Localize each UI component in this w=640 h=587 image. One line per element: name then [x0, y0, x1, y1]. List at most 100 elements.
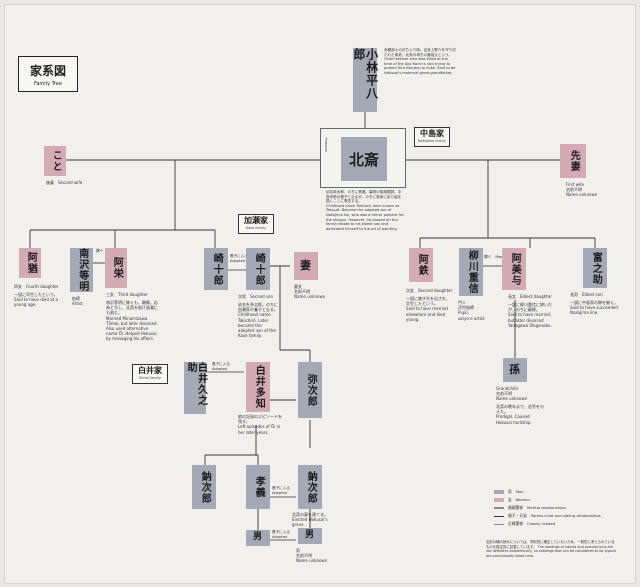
- person-otoko-2: 男: [298, 528, 322, 544]
- legend: 男 Man 女 Woman 婚姻関係 Marital relationships…: [494, 488, 626, 528]
- legend-row-close: 近縁関係 Closely related: [494, 520, 626, 528]
- person-mago: 孫: [503, 358, 527, 382]
- role-otetsu: 次女 Second daughter: [406, 288, 453, 293]
- relation-adopted-4: 養子に入る Adopted: [272, 530, 290, 539]
- person-tominosuke: 富之助: [583, 248, 607, 288]
- person-kogi: 孝義: [246, 465, 270, 509]
- person-name: 崎十郎: [211, 252, 223, 286]
- footnote: 名前の横の読みについては、学術的に確定していないため、一般的に考えられているもの…: [486, 540, 616, 558]
- desc-kase-sakijuro: 幼名を多吉郎。のちに加瀬家の養子となる。 Childhood name Taki…: [238, 302, 278, 339]
- person-yanagawa: 柳川重信: [459, 248, 483, 296]
- family-en: Nakajima family: [417, 139, 447, 143]
- family-jp: 白井家: [138, 366, 162, 375]
- role-tominosuke: 長男 Eldest son: [570, 292, 603, 297]
- person-koto: こと: [44, 146, 66, 176]
- desc-ainu: 一説に早世したという。 Said to have died at a young…: [14, 292, 58, 308]
- person-name: 小林平八郎: [352, 48, 379, 100]
- person-kobayashi: 小林平八郎: [352, 48, 379, 112]
- desc-kobayashi: 赤穂浪士の討ち入り時、吉良上野介を守り討たれた家老。北斎の母方の曽祖父という。 …: [384, 48, 456, 75]
- legend-row-man: 男 Man: [494, 488, 626, 496]
- role-mago: Grandchild 名前不明 Name unknown: [496, 386, 528, 402]
- person-omiyo: 阿美与: [502, 248, 526, 290]
- person-nijiro: 鈉次郎: [192, 465, 216, 509]
- person-name: 阿猶: [25, 252, 37, 274]
- desc-otetsu: 一説に嫁ぎ先を出され、早世したという。 Said to have married…: [406, 296, 451, 322]
- person-name: 柳川重信: [466, 250, 478, 294]
- person-name: 白井久之助: [185, 362, 207, 406]
- person-name: 孫: [509, 363, 521, 377]
- desc-oei: 南沢等明に嫁ぐも、離縁。応為と号し、北斎を助け画業にも励む。 Married M…: [106, 300, 158, 342]
- legend-text: 女 Woman: [508, 497, 530, 502]
- desc-shirai-tachi: 娘の記録のエピソードを残す。 Left episodes of Ōi in he…: [238, 414, 282, 435]
- person-name: 南沢等明: [76, 248, 88, 292]
- hokusai-romaji: Hokusai: [324, 138, 328, 152]
- role-oei: 三女 Third daughter: [106, 292, 148, 297]
- person-name: 孝義: [253, 476, 265, 498]
- person-name: 白井多知: [253, 365, 265, 409]
- desc-hokusai: 幼名時太郎、のちに鉄蔵。幕府の御用鏡師、中島伊勢の養子となるが、のちに実家に戻り…: [326, 190, 404, 231]
- relation-marriage-2: 嫁ぐ Marriage: [484, 254, 513, 259]
- legend-swatch-man: [494, 490, 504, 494]
- legend-row-woman: 女 Woman: [494, 496, 626, 504]
- person-name: 先妻: [568, 150, 580, 172]
- relation-adopted-2: 養子に入る Adopted: [212, 362, 230, 371]
- relation-adopted-3: 養子に入る Adopted: [272, 486, 290, 495]
- legend-text: 男 Man: [508, 489, 524, 494]
- desc-omiyo: 一説に柳川重信に嫁いだが、のちに離縁。 Said to have married…: [508, 302, 552, 328]
- legend-swatch-woman: [494, 498, 504, 502]
- family-kase: 加瀬家 Kase family: [238, 214, 274, 234]
- role-otoko-2: 男 名前不明 Name unknown: [296, 548, 328, 564]
- family-en: Kase family: [245, 226, 267, 230]
- hokusai-name-box: 北斎: [341, 137, 387, 181]
- person-name: 鈉次郎: [199, 470, 211, 504]
- person-senzai: 先妻: [560, 144, 586, 178]
- person-name: 阿栄: [111, 257, 123, 279]
- person-name: 男: [304, 530, 315, 541]
- legend-line-parent: [494, 515, 504, 517]
- role-omiyo: 長女 Eldest daughter: [508, 294, 552, 299]
- person-tsuma: 妻: [294, 252, 318, 280]
- title-jp: 家系図: [29, 64, 66, 78]
- person-name: 阿鉄: [416, 254, 428, 276]
- title-box: 家系図 Family Tree: [18, 56, 78, 92]
- person-ainu: 阿猶: [19, 248, 41, 278]
- role-minamizawa: 絵師 Artist: [72, 296, 83, 307]
- hokusai-name: 北斎: [348, 150, 379, 169]
- person-otetsu: 阿鉄: [409, 248, 433, 282]
- legend-text: 婚姻関係 Marital relationships: [508, 505, 566, 510]
- person-hokusai: Hokusai 北斎: [320, 128, 406, 188]
- role-ainu: 四女 Fourth daughter: [14, 284, 59, 289]
- person-otoko-1: 男: [246, 530, 270, 546]
- desc-tominosuke: 一説に中島家の跡を継ぐ。 Said to have succeeded Naka…: [570, 300, 618, 316]
- person-nijiro-2: 鈉次郎: [298, 465, 322, 509]
- legend-row-parent: 親子・兄弟 Parent-child and sibling relations…: [494, 512, 626, 520]
- legend-text: 近縁関係 Closely related: [508, 521, 556, 526]
- family-jp: 中島家: [420, 129, 444, 138]
- legend-line-marital: [494, 507, 504, 509]
- person-name: 富之助: [590, 251, 602, 285]
- person-kase-sakijuro: 崎十郎: [246, 248, 270, 290]
- person-shirai-kyunosuke: 白井久之助: [184, 362, 207, 414]
- role-tsuma: 妻女 名前不明 Name unknown: [294, 284, 326, 300]
- family-en: Shirai family: [139, 376, 161, 380]
- legend-text: 親子・兄弟 Parent-child and sibling relations…: [508, 513, 601, 518]
- legend-line-close: [494, 523, 504, 525]
- person-name: こと: [50, 150, 62, 172]
- role-koto: 後妻 Second wife: [46, 180, 83, 185]
- family-jp: 加瀬家: [244, 216, 268, 225]
- family-nakajima: 中島家 Nakajima family: [414, 127, 450, 147]
- person-shirai-tachi: 白井多知: [246, 362, 270, 412]
- relation-adopted-1: 養子に入る Adopted: [230, 254, 248, 263]
- role-kase-sakijuro: 次男 Second son: [238, 294, 274, 299]
- family-shirai: 白井家 Shirai family: [132, 364, 168, 384]
- person-sakijuro: 崎十郎: [204, 248, 228, 290]
- person-name: 鈉次郎: [305, 470, 317, 504]
- person-yajiro: 弥次郎: [298, 362, 322, 418]
- desc-mago: 北斎の晩年まで、苦労を与えた。 Prodigal. Caused Hokusai…: [496, 404, 544, 425]
- person-name: 妻: [300, 259, 312, 273]
- desc-nijiro-2: 北斎の墓を建てる。 Erected Hokusai's grave.: [292, 512, 328, 528]
- title-en: Family Tree: [33, 81, 63, 87]
- person-oei: 阿栄: [105, 248, 127, 288]
- person-minamizawa: 南沢等明: [70, 248, 93, 292]
